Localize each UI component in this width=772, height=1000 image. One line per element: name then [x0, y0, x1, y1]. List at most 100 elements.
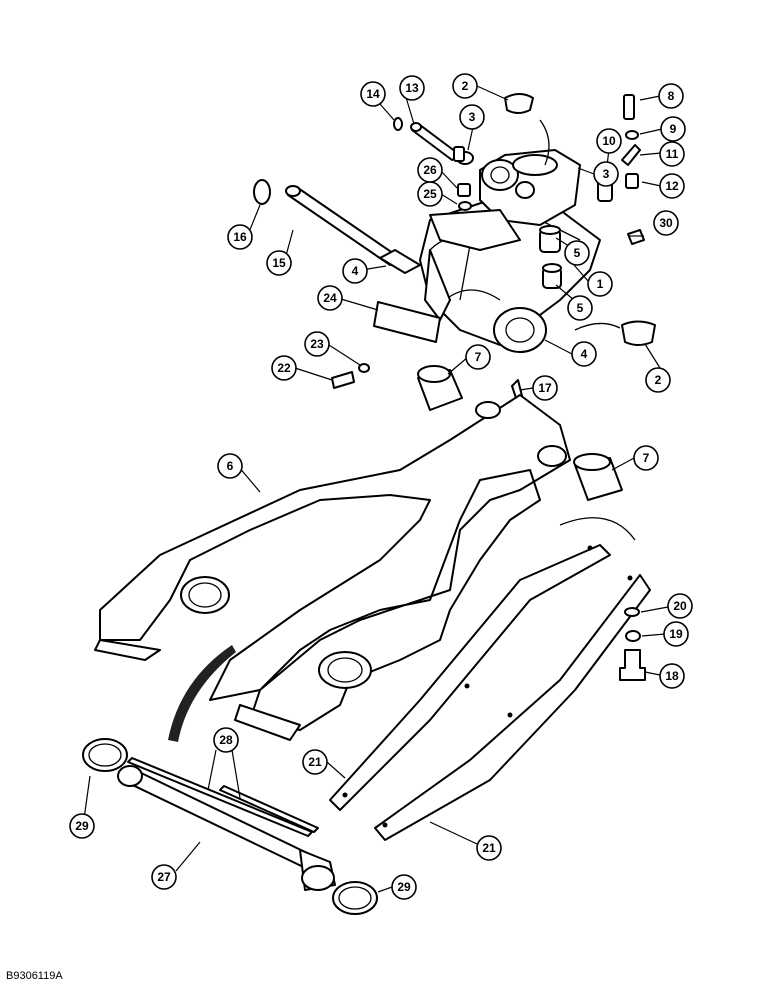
callout-5-upper[interactable]: 5	[564, 240, 590, 266]
figure-code: B9306119A	[6, 970, 63, 982]
bushing-3a	[453, 146, 465, 162]
callout-20[interactable]: 20	[667, 593, 693, 619]
svg-text:4: 4	[352, 264, 359, 278]
svg-text:2: 2	[655, 373, 662, 387]
callout-19[interactable]: 19	[663, 621, 689, 647]
lock-washer-19	[625, 630, 641, 642]
svg-text:6: 6	[227, 459, 234, 473]
callout-18[interactable]: 18	[659, 663, 685, 689]
svg-text:5: 5	[577, 301, 584, 315]
main-pin-27	[117, 765, 336, 891]
svg-text:24: 24	[323, 291, 337, 305]
svg-text:3: 3	[469, 110, 476, 124]
callout-3-upper[interactable]: 3	[459, 104, 485, 130]
svg-text:21: 21	[482, 841, 496, 855]
fitting-11	[621, 144, 641, 166]
callout-14[interactable]: 14	[360, 81, 386, 107]
svg-text:2: 2	[462, 79, 469, 93]
ring-14	[393, 117, 403, 131]
callout-21-right[interactable]: 21	[476, 835, 502, 861]
callout-5-lower[interactable]: 5	[567, 295, 593, 321]
nut-30	[627, 229, 645, 245]
cap-2-top	[504, 93, 534, 114]
svg-text:7: 7	[475, 350, 482, 364]
washer-25	[458, 201, 472, 211]
svg-text:10: 10	[602, 134, 616, 148]
key-28b	[219, 785, 319, 833]
pivot-pin	[285, 185, 421, 274]
bolt-18	[619, 649, 646, 681]
callout-27[interactable]: 27	[151, 864, 177, 890]
svg-text:29: 29	[75, 819, 89, 833]
callout-17[interactable]: 17	[532, 375, 558, 401]
motion-arrow	[168, 645, 236, 742]
bushing-7-right	[573, 453, 623, 501]
parts-drawing	[82, 93, 656, 915]
svg-text:26: 26	[423, 163, 437, 177]
svg-text:15: 15	[272, 256, 286, 270]
svg-text:13: 13	[405, 81, 419, 95]
svg-text:23: 23	[310, 337, 324, 351]
callout-10[interactable]: 10	[596, 128, 622, 154]
callout-21-left[interactable]: 21	[302, 749, 328, 775]
svg-text:29: 29	[397, 880, 411, 894]
svg-text:3: 3	[603, 167, 610, 181]
svg-text:1: 1	[597, 277, 604, 291]
nut-26	[457, 183, 471, 197]
svg-text:7: 7	[643, 451, 650, 465]
callout-16[interactable]: 16	[227, 224, 253, 250]
callout-25[interactable]: 25	[417, 181, 443, 207]
callout-1[interactable]: 1	[587, 271, 613, 297]
bolt-8	[623, 94, 635, 120]
nut-12	[625, 173, 639, 189]
callout-13[interactable]: 13	[399, 75, 425, 101]
leader-lines	[82, 85, 669, 893]
svg-text:25: 25	[423, 187, 437, 201]
cap-2-bottom	[621, 320, 656, 346]
svg-text:8: 8	[668, 89, 675, 103]
callout-26[interactable]: 26	[417, 157, 443, 183]
washer-20	[624, 607, 640, 617]
callout-2-bottom[interactable]: 2	[645, 367, 671, 393]
svg-text:21: 21	[308, 755, 322, 769]
callout-24[interactable]: 24	[317, 285, 343, 311]
callout-12[interactable]: 12	[659, 173, 685, 199]
svg-text:4: 4	[581, 347, 588, 361]
callout-29-right[interactable]: 29	[391, 874, 417, 900]
callout-2-top[interactable]: 2	[452, 73, 478, 99]
callout-15[interactable]: 15	[266, 250, 292, 276]
callouts: 1 2 2 3 3 4 4 5 5 6 7 7 8 9 10 11 12 13 …	[69, 73, 693, 900]
callout-22[interactable]: 22	[271, 355, 297, 381]
callout-4-right[interactable]: 4	[571, 341, 597, 367]
callout-7-right[interactable]: 7	[633, 445, 659, 471]
callout-3-right[interactable]: 3	[593, 161, 619, 187]
callout-30[interactable]: 30	[653, 210, 679, 236]
shim-24	[373, 301, 441, 343]
svg-text:27: 27	[157, 870, 171, 884]
svg-text:30: 30	[659, 216, 673, 230]
callout-7-upper[interactable]: 7	[465, 344, 491, 370]
svg-text:20: 20	[673, 599, 687, 613]
bolt-22	[331, 371, 355, 389]
svg-text:9: 9	[670, 122, 677, 136]
callout-28[interactable]: 28	[213, 727, 239, 753]
callout-6[interactable]: 6	[217, 453, 243, 479]
callout-23[interactable]: 23	[304, 331, 330, 357]
snap-ring-16	[253, 179, 271, 205]
svg-text:5: 5	[574, 246, 581, 260]
svg-text:11: 11	[666, 147, 679, 161]
callout-11[interactable]: 11	[659, 141, 685, 167]
callout-29-left[interactable]: 29	[69, 813, 95, 839]
callout-4-left[interactable]: 4	[342, 258, 368, 284]
svg-text:18: 18	[665, 669, 679, 683]
washer-9	[625, 130, 639, 140]
svg-text:16: 16	[233, 230, 247, 244]
svg-text:22: 22	[277, 361, 291, 375]
callout-9[interactable]: 9	[660, 116, 686, 142]
svg-text:14: 14	[366, 87, 380, 101]
svg-text:28: 28	[219, 733, 233, 747]
svg-text:17: 17	[538, 381, 552, 395]
callout-8[interactable]: 8	[658, 83, 684, 109]
svg-text:19: 19	[669, 627, 683, 641]
